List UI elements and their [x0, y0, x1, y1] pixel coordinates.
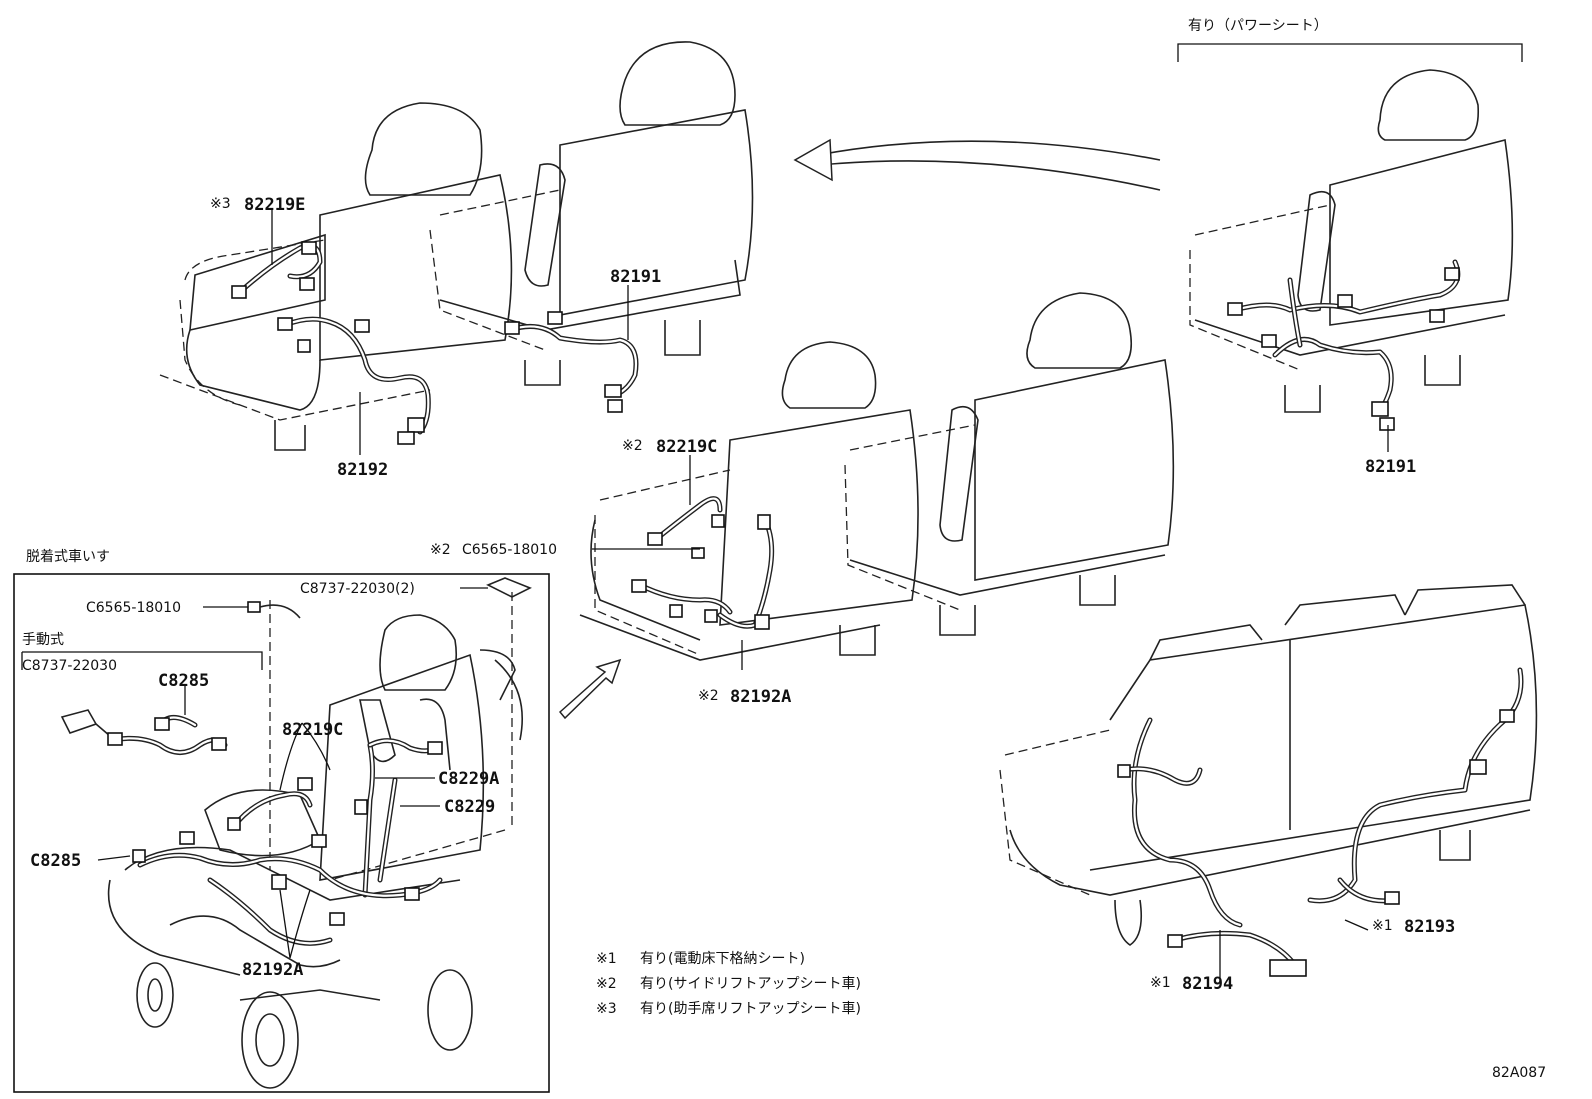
- label-c6565: C6565-18010: [462, 542, 557, 558]
- label-82192a-mark: ※2: [698, 688, 719, 704]
- inset-label-c8229: C8229: [444, 797, 495, 817]
- inset-label-82192a: 82192A: [242, 960, 303, 980]
- label-82193: 82193: [1404, 917, 1455, 937]
- note-3-text: 有り(助手席リフトアップシート車): [640, 1000, 861, 1017]
- inset-label-82219c: 82219C: [282, 720, 343, 740]
- label-82194-mark: ※1: [1150, 975, 1171, 991]
- note-1-text: 有り(電動床下格納シート): [640, 951, 805, 967]
- label-82192: 82192: [337, 460, 388, 480]
- inset-label-c8285-top: C8285: [158, 671, 209, 691]
- label-82219c: 82219C: [656, 437, 717, 457]
- label-82194: 82194: [1182, 974, 1233, 994]
- power-seat: [1189, 69, 1514, 452]
- inset-label-c8229a: C8229A: [438, 769, 499, 789]
- label-82193-mark: ※1: [1372, 918, 1393, 934]
- label-82219c-mark: ※2: [622, 438, 643, 454]
- note-3-mark: ※3: [596, 1001, 617, 1017]
- label-c6565-mark: ※2: [430, 542, 451, 558]
- inset-label-c8285-left: C8285: [30, 851, 81, 871]
- label-82191-right: 82191: [1365, 457, 1416, 477]
- note-1-mark: ※1: [596, 951, 617, 967]
- label-82219e-mark: ※3: [210, 196, 231, 212]
- label-82192a: 82192A: [730, 687, 791, 707]
- inset-title: 脱着式車いす: [26, 548, 110, 565]
- seat-pair-middle: [579, 292, 1175, 670]
- inset-label-c6565: C6565-18010: [86, 600, 181, 616]
- inset-label-c8737-2: C8737-22030(2): [300, 581, 415, 597]
- transfer-arrow: [793, 138, 1161, 191]
- seat-pair-top-left: [159, 41, 754, 455]
- power-seat-bracket: [1177, 43, 1523, 62]
- label-82219e: 82219E: [244, 195, 305, 215]
- inset-arrow: [558, 658, 622, 720]
- label-82191-mid: 82191: [610, 267, 661, 287]
- bench-seat: [999, 584, 1538, 978]
- figure-code: 82A087: [1492, 1065, 1546, 1081]
- note-2-mark: ※2: [596, 976, 617, 992]
- inset-label-c8737: C8737-22030: [22, 658, 117, 674]
- power-seat-label: 有り（パワーシート）: [1188, 18, 1328, 34]
- wheelchair-inset: [13, 573, 550, 1093]
- inset-manual-label: 手動式: [22, 632, 64, 648]
- note-2-text: 有り(サイドリフトアップシート車): [640, 975, 861, 992]
